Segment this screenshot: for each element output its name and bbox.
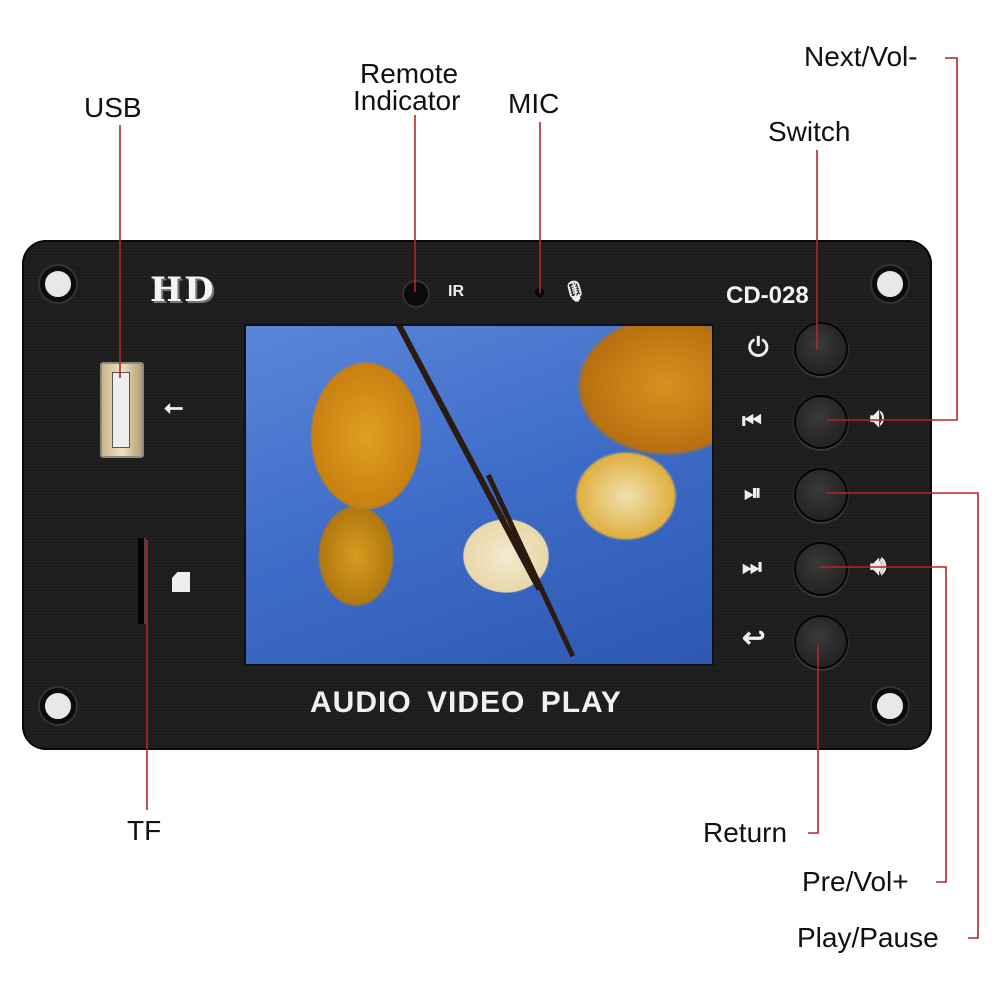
- next-vol-minus-button[interactable]: [794, 395, 848, 449]
- mount-hole-top-right: [872, 266, 908, 302]
- return-label: Return: [703, 817, 788, 848]
- pre-vol-plus-leader: [820, 566, 947, 883]
- tf-card-slot[interactable]: [138, 538, 146, 624]
- ir-icon: IR: [448, 283, 464, 300]
- switch-label: Switch: [768, 116, 851, 147]
- return-leader: [808, 645, 819, 834]
- mount-hole-bottom-left: [40, 688, 76, 724]
- play-pause-label: Play/Pause: [797, 922, 939, 953]
- return-icon: ↩︎: [742, 622, 766, 653]
- caption: AUDIO VIDEO PLAY: [310, 686, 622, 719]
- next-vol-minus-label: Next/Vol-: [804, 41, 918, 72]
- usb-icon: ⭠︎: [164, 394, 184, 421]
- mount-hole-top-left: [40, 266, 76, 302]
- pre-vol-plus-button[interactable]: [794, 542, 848, 596]
- play-pause-icon: ⏯︎: [744, 480, 762, 505]
- usb-label: USB: [84, 92, 142, 123]
- remote-indicator-label-line2: Indicator: [353, 85, 461, 116]
- mount-hole-bottom-right: [872, 688, 908, 724]
- next-vol-minus-leader: [827, 57, 958, 421]
- tf-label: TF: [127, 815, 162, 846]
- model-number: CD-028: [726, 282, 809, 309]
- next-icon: ⏭︎: [742, 554, 762, 579]
- play-pause-leader: [827, 492, 979, 939]
- ir-sensor: [402, 280, 430, 308]
- previous-icon: ⏮︎: [742, 408, 762, 433]
- microphone-icon: 🎙︎: [562, 281, 588, 303]
- remote-indicator-label-line1: Remote: [360, 58, 459, 89]
- volume-down-icon: 🔉︎: [870, 402, 887, 432]
- sd-card-icon: [172, 572, 190, 592]
- pre-vol-plus-label: Pre/Vol+: [802, 866, 909, 897]
- lcd-screen: [244, 324, 714, 666]
- switch-button[interactable]: [794, 322, 848, 376]
- power-icon: ⏻︎: [748, 332, 769, 362]
- usb-port[interactable]: [100, 362, 144, 458]
- play-pause-button[interactable]: [794, 468, 848, 522]
- hd-logo: HD: [150, 270, 216, 310]
- board: HD IR 🎙︎ CD-028 ⭠︎ AUDIO VIDEO PLAY ⏻︎ ⏮…: [22, 240, 932, 750]
- return-button[interactable]: [794, 615, 848, 669]
- mic-label: MIC: [508, 88, 560, 119]
- volume-up-icon: 🔊︎: [870, 550, 887, 580]
